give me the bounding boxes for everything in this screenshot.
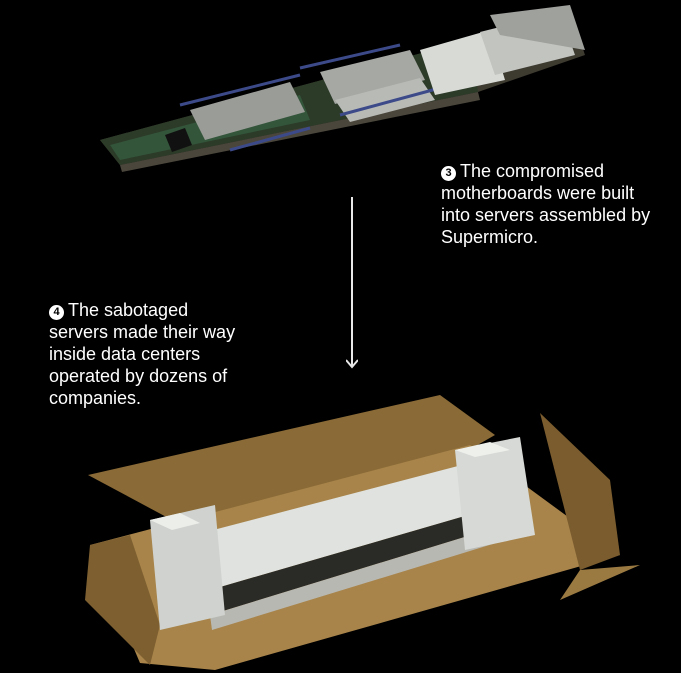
step-number-badge: 4: [49, 305, 64, 320]
server-illustration: [100, 5, 585, 172]
step-3-text: The compromised motherboards were built …: [441, 161, 651, 247]
step-4-text: The sabotaged servers made their way ins…: [49, 300, 236, 408]
boxed-server-illustration: [85, 395, 640, 670]
step-number-badge: 3: [441, 166, 456, 181]
down-arrow-icon: [346, 197, 358, 369]
